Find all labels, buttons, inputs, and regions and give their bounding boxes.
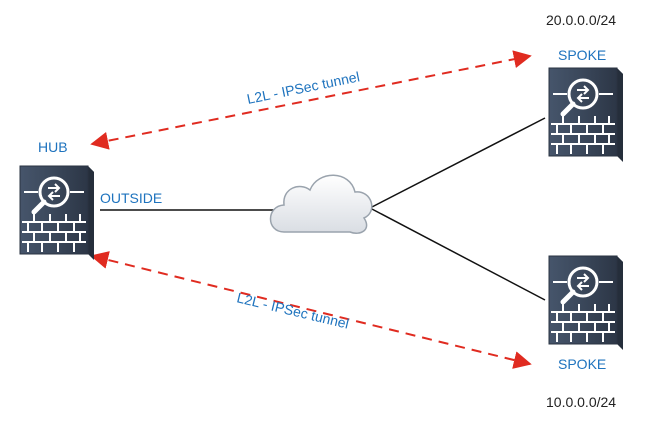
spoke-top-label: SPOKE bbox=[558, 47, 606, 63]
outside-label: OUTSIDE bbox=[100, 190, 162, 206]
cloud-to-spoke-top-link bbox=[369, 117, 546, 209]
spoke-bottom-label: SPOKE bbox=[558, 356, 606, 372]
ipsec-tunnel-top bbox=[90, 50, 532, 150]
hub-firewall-icon bbox=[20, 166, 94, 260]
ipsec-tunnel-bottom bbox=[90, 251, 532, 369]
spoke-top-firewall-icon bbox=[549, 68, 623, 162]
hub-label: HUB bbox=[38, 139, 68, 155]
cloud-to-spoke-bottom-link bbox=[369, 207, 546, 301]
spoke-bottom-firewall-icon bbox=[549, 256, 623, 350]
cloud-icon bbox=[269, 174, 373, 234]
ipsec-tunnel-bottom-label: L2L - IPSec tunnel bbox=[235, 289, 350, 331]
ipsec-tunnel-top-label: L2L - IPSec tunnel bbox=[245, 68, 361, 107]
spoke-bottom-subnet: 10.0.0.0/24 bbox=[546, 394, 616, 410]
spoke-top-subnet: 20.0.0.0/24 bbox=[546, 12, 616, 28]
